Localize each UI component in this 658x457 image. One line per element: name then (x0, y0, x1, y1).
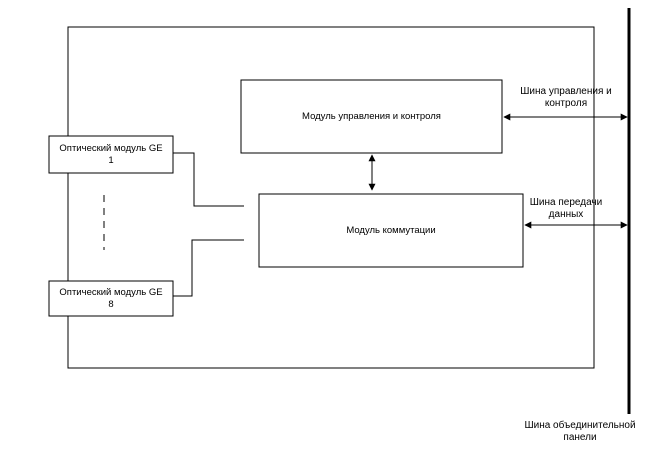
optical-module-8-index: 8 (108, 298, 114, 310)
data-bus-label-line2: данных (548, 209, 584, 220)
control-module-label: Модуль управления и контроля (241, 80, 502, 153)
switching-module-label-text: Модуль коммутации (346, 224, 436, 236)
optical-8-connector (173, 239, 244, 297)
optical-module-1-index: 1 (108, 154, 114, 166)
switching-module-box (258, 193, 524, 268)
optical-module-1-name: Оптический модуль GE (59, 142, 163, 154)
optical-module-8-label: Оптический модуль GE 8 (49, 281, 173, 316)
optical-module-8-box (48, 280, 174, 317)
board-frame (67, 26, 595, 369)
backplane-label-line1: Шина объединительной (524, 420, 636, 431)
optical-module-1-label: Оптический модуль GE 1 (49, 136, 173, 173)
control-bus-label-line2: контроля (544, 98, 588, 109)
switching-module-label: Модуль коммутации (259, 194, 523, 267)
data-bus-label-line1: Шина передачи (529, 197, 603, 208)
backplane-label: Шина объединительной панели (514, 420, 646, 444)
data-bus-label: Шина передачи данных (518, 197, 614, 221)
control-module-label-text: Модуль управления и контроля (302, 110, 441, 122)
control-bus-label: Шина управления и контроля (512, 86, 620, 110)
optical-module-1-box (48, 135, 174, 174)
optical-module-8-name: Оптический модуль GE (59, 286, 163, 298)
control-bus-label-line1: Шина управления и (520, 86, 612, 97)
backplane-label-line2: панели (563, 432, 597, 443)
optical-1-connector (173, 152, 244, 207)
control-module-box (240, 79, 503, 154)
